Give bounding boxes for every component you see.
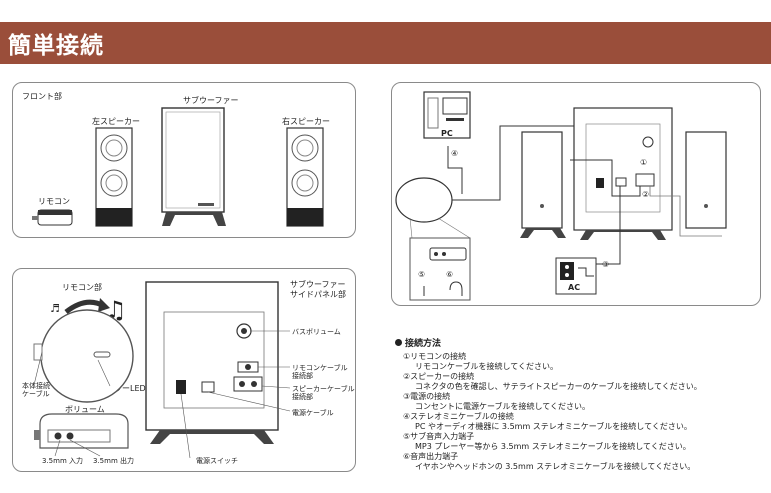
step-title: ④ステレオミニケーブルの接続 xyxy=(403,412,514,421)
step-desc: イヤホンやヘッドホンの 3.5mm ステレオミニケーブルを接続してください。 xyxy=(415,462,696,471)
step-desc: MP3 プレーヤー等から 3.5mm ステレオミニケーブルを接続してください。 xyxy=(415,442,691,451)
step-title: ②スピーカーの接続 xyxy=(403,372,475,381)
remote-small-image xyxy=(32,209,73,226)
output-35-label: 3.5mm 出力 xyxy=(93,457,134,465)
pc-icon xyxy=(423,91,471,139)
ac-outlet-icon xyxy=(555,257,597,295)
power-led-label: パワーLED xyxy=(106,384,146,393)
step-title: ⑤サブ音声入力端子 xyxy=(403,432,475,441)
marker-6: ⑥ xyxy=(446,270,454,279)
marker-4: ④ xyxy=(451,149,459,158)
subwoofer-label: サブウーファー xyxy=(183,96,239,105)
step-desc: リモコンケーブルを接続してください。 xyxy=(415,362,559,371)
svg-text:♬: ♬ xyxy=(50,302,60,315)
marker-3: ③ xyxy=(602,260,610,269)
speaker-cable-port-label: スピーカーケーブル 接続部 xyxy=(292,385,355,401)
input-35-label: 3.5mm 入力 xyxy=(42,457,83,465)
right-satellite-image xyxy=(685,131,727,229)
step-desc: PC やオーディオ機器に 3.5mm ステレオミニケーブルを接続してください。 xyxy=(415,422,692,431)
step-desc: コンセントに電源ケーブルを接続してください。 xyxy=(415,402,591,411)
subwoofer-back-image xyxy=(573,107,673,240)
step-title: ⑥音声出力端子 xyxy=(403,452,459,461)
body-cable-label: 本体接続 ケーブル xyxy=(22,382,50,398)
power-switch-label: 電源スイッチ xyxy=(196,457,238,465)
howto-section: 接続方法 ①リモコンの接続 リモコンケーブルを接続してください。 ②スピーカーの… xyxy=(395,336,767,472)
power-cable-label: 電源ケーブル xyxy=(292,409,334,417)
right-speaker-label: 右スピーカー xyxy=(282,117,330,126)
marker-5: ⑤ xyxy=(418,270,426,279)
right-speaker-image xyxy=(286,127,324,227)
step-title: ①リモコンの接続 xyxy=(403,352,467,361)
marker-2: ② xyxy=(642,190,650,199)
left-satellite-image xyxy=(520,131,566,238)
marker-1: ① xyxy=(640,158,648,167)
left-speaker-label: 左スピーカー xyxy=(92,117,140,126)
page-title: 簡単接続 xyxy=(8,33,104,59)
header-bar xyxy=(0,22,771,64)
remote-cable-port-label: リモコンケーブル 接続部 xyxy=(292,364,348,380)
subwoofer-image xyxy=(161,107,226,226)
volume-label: ボリューム xyxy=(65,405,105,414)
bullet-icon xyxy=(395,339,402,346)
left-speaker-image xyxy=(95,127,133,227)
remote-dial-image xyxy=(33,309,134,403)
side-panel-image xyxy=(145,281,291,459)
remote-section-label: リモコン部 xyxy=(62,283,102,292)
howto-title: 接続方法 xyxy=(395,336,767,349)
bass-volume-label: バスボリューム xyxy=(292,328,341,336)
remote-inset-image xyxy=(409,237,471,301)
front-section-label: フロント部 xyxy=(22,92,62,101)
remote-side-image xyxy=(34,413,129,457)
remote-label: リモコン xyxy=(38,197,70,206)
music-note-icon: ♬ ♫ xyxy=(50,296,127,324)
ac-label: AC xyxy=(568,283,581,292)
remote-puck-image xyxy=(395,177,453,223)
pc-label: PC xyxy=(441,129,453,138)
step-title: ③電源の接続 xyxy=(403,392,451,401)
step-desc: コネクタの色を確認し、サテライトスピーカーのケーブルを接続してください。 xyxy=(415,382,702,391)
side-panel-section-label: サブウーファー サイドパネル部 xyxy=(290,280,346,299)
